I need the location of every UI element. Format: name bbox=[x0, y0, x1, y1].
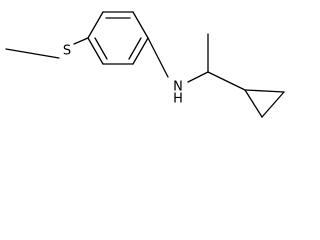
ring-bond-left-high bbox=[87, 11, 104, 39]
bond-ch-to-cyclopropyl bbox=[207, 71, 246, 91]
ring-bond-right bbox=[132, 37, 149, 65]
cyclopropyl-bond-1 bbox=[244, 89, 263, 118]
ring-bond-left-low bbox=[87, 37, 104, 65]
benzene-ring bbox=[87, 11, 149, 65]
sulfur-atom-label: S bbox=[63, 44, 71, 59]
cyclopropyl-ring bbox=[244, 89, 285, 118]
amine-group: N H bbox=[147, 37, 209, 107]
methylthio-group: S bbox=[5, 37, 89, 59]
bond-ring-to-sulfur bbox=[73, 37, 89, 45]
ring-bond-top-right bbox=[132, 11, 149, 39]
cyclopropyl-bond-2 bbox=[261, 91, 285, 118]
bond-nitrogen-to-ch bbox=[187, 71, 209, 83]
bond-sulfur-to-methyl bbox=[5, 48, 60, 59]
cyclopropylethyl-group bbox=[207, 33, 285, 118]
bond-ring-to-nitrogen bbox=[147, 37, 169, 78]
ring-double-bond-right bbox=[128, 37, 142, 60]
cyclopropyl-bond-3 bbox=[244, 89, 285, 93]
amine-hydrogen-label: H bbox=[173, 92, 183, 107]
ring-double-bond-left bbox=[94, 37, 108, 60]
nitrogen-atom-label: N bbox=[173, 80, 183, 95]
structure-diagram: S N H bbox=[5, 11, 285, 118]
